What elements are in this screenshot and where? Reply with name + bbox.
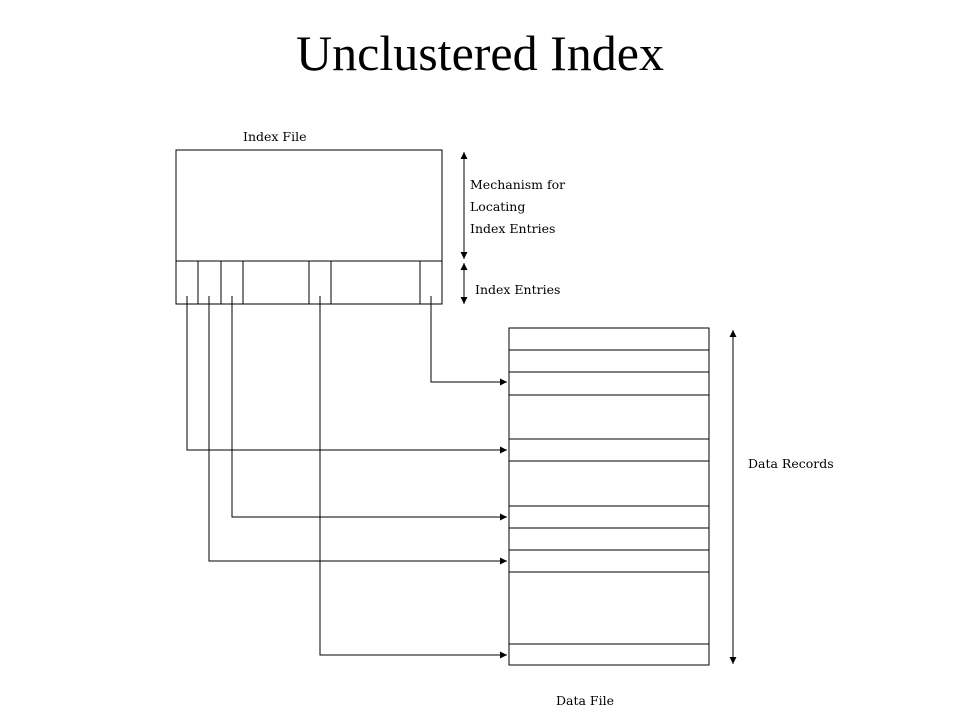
pointer-arrow xyxy=(186,296,507,454)
pointer-arrow xyxy=(319,296,507,659)
mechanism-label-line2: Locating xyxy=(470,199,525,214)
mechanism-label-line3: Index Entries xyxy=(470,221,555,236)
pointer-arrow xyxy=(231,296,507,521)
slide-title: Unclustered Index xyxy=(296,25,664,81)
index-entries-label: Index Entries xyxy=(475,282,560,297)
index-file-label: Index File xyxy=(243,129,306,144)
index-file-box xyxy=(175,149,443,305)
data-file-box xyxy=(508,327,710,666)
data-file-label: Data File xyxy=(556,693,614,708)
mechanism-label-line1: Mechanism for xyxy=(470,177,565,192)
pointer-arrow xyxy=(208,296,507,565)
data-records-label: Data Records xyxy=(748,456,834,471)
pointer-arrow xyxy=(430,296,507,386)
